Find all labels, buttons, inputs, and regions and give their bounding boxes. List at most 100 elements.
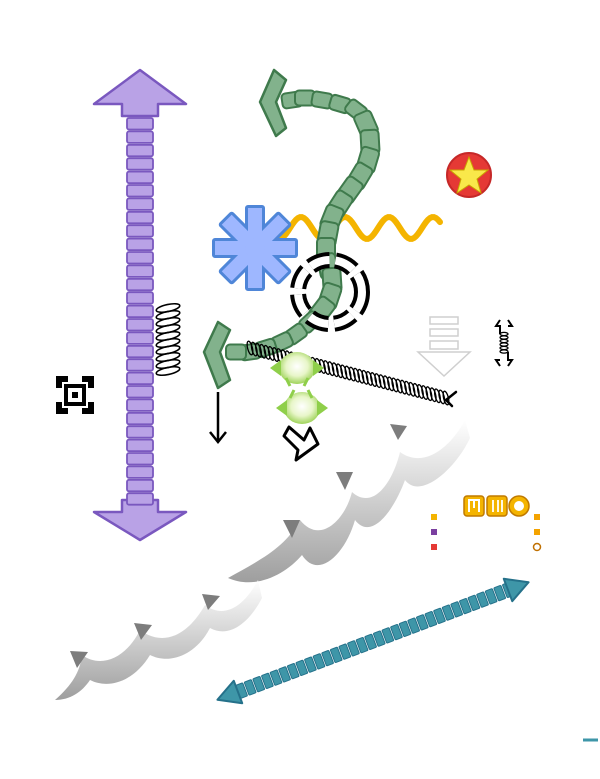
purple-arrow-segment: [126, 184, 154, 198]
teal-arrow-segment: [321, 650, 334, 667]
teal-arrow-segment: [243, 679, 257, 696]
coil-loop: [374, 373, 382, 389]
teal-arrow-segment: [329, 646, 343, 663]
purple-arrow-segment: [126, 157, 154, 171]
teal-arrow-segment: [286, 663, 300, 680]
purple-arrow-segment: [126, 210, 154, 225]
coil-loop: [425, 386, 433, 402]
gray-wave-arrow-left: [55, 580, 262, 700]
calendar-icon[interactable]: [534, 529, 540, 535]
coil-loop: [365, 370, 373, 386]
bag-icon[interactable]: [534, 514, 540, 520]
teal-arrow-head: [216, 679, 244, 705]
purple-arrow-segment: [126, 197, 154, 211]
coil-loop: [395, 378, 403, 394]
teal-arrow-segment: [476, 591, 489, 608]
coin-button[interactable]: [508, 495, 530, 517]
coil-loop: [499, 342, 509, 347]
teal-arrow-segment: [355, 637, 369, 654]
purple-arrow-segment: [126, 425, 154, 439]
coil-loop: [352, 367, 361, 383]
purple-arrow-segment: [126, 251, 154, 265]
cutlery-button[interactable]: [486, 495, 508, 517]
flag-button[interactable]: [463, 495, 485, 517]
coil-loop: [348, 366, 356, 382]
coil-loop: [323, 360, 331, 376]
thin-down-arrow: [209, 392, 227, 445]
purple-arrow-segment: [126, 344, 154, 359]
purple-arrow-segment: [126, 492, 154, 506]
coil-loop: [433, 388, 442, 404]
purple-arrow-segment: [126, 304, 154, 319]
purple-double-arrow: [92, 68, 188, 542]
red-star-badge: [446, 152, 492, 198]
coil-loop: [335, 363, 344, 379]
coil-loop: [155, 365, 181, 377]
teal-double-arrow: [216, 577, 530, 705]
coil-loop: [370, 372, 378, 387]
purple-arrow-segment: [126, 291, 154, 305]
coil-loop: [357, 368, 365, 384]
coil-loop: [263, 344, 271, 360]
coil-loop: [361, 369, 369, 385]
purple-arrow-segment: [126, 385, 154, 399]
coil-loop: [499, 331, 509, 337]
coil-loop: [254, 342, 263, 358]
coil-loop: [331, 362, 339, 378]
coin-icon: [514, 501, 524, 511]
coil-loop: [267, 345, 275, 361]
teal-arrow-segment: [304, 656, 317, 673]
coil-loop: [391, 377, 399, 393]
purple-arrow-segment: [126, 478, 154, 493]
coil-loop: [250, 341, 258, 357]
coil-loop: [272, 347, 280, 362]
purple-arrow-segment: [126, 318, 154, 332]
teal-arrow-segment: [252, 676, 266, 693]
coil-loop: [387, 376, 395, 392]
orange-wave: [265, 214, 443, 242]
lime-bulb-arrow-bottom: [276, 389, 328, 424]
purple-arrow-segment: [126, 438, 154, 453]
small-coil-bracket: [494, 319, 514, 367]
teal-arrow-segment: [373, 630, 386, 647]
teal-arrow-segment: [347, 640, 360, 657]
coil-loop: [429, 387, 437, 403]
teal-arrow-segment: [312, 653, 326, 670]
teal-arrow-segment: [493, 584, 506, 602]
teal-arrow-segment: [484, 588, 498, 605]
help-icon[interactable]: [431, 544, 437, 550]
purple-arrow-segment: [126, 358, 154, 372]
black-coil-short: [155, 302, 181, 377]
calendar-icon[interactable]: [431, 529, 437, 535]
gray-wave-arrow-right: [228, 420, 470, 583]
focus-target-icon[interactable]: [56, 376, 94, 414]
teal-arrow-segment: [278, 666, 291, 683]
purple-arrow-segment: [126, 371, 154, 386]
bag-icon[interactable]: [431, 514, 437, 520]
mini-legend-icons: [431, 514, 542, 552]
coin-icon[interactable]: [532, 542, 542, 552]
purple-arrow-segment: [126, 143, 154, 158]
coil-loop: [499, 338, 509, 344]
outline-block-arrow: [282, 425, 320, 462]
purple-arrow-segment: [126, 277, 154, 292]
teal-arrow-head: [502, 577, 530, 603]
purple-arrow-segment: [126, 465, 154, 479]
orange-buttons-group: [463, 495, 530, 517]
teal-arrow-segment: [450, 601, 463, 618]
purple-arrow-segment: [126, 264, 154, 278]
purple-arrow-segment: [126, 452, 154, 466]
purple-arrow-segment: [126, 411, 154, 426]
coil-loop: [499, 335, 509, 340]
teal-arrow-segment: [441, 604, 455, 621]
coil-loop: [404, 380, 412, 396]
teal-arrow-segment: [364, 633, 377, 650]
teal-arrow-segment: [459, 598, 472, 615]
black-dashed-circle: [290, 252, 370, 332]
coil-loop: [344, 365, 352, 381]
cutlery-icon: [492, 500, 503, 512]
coil-loop: [340, 364, 348, 380]
coil-loop: [421, 385, 429, 401]
teal-arrow-segment: [381, 627, 395, 644]
coil-loop: [259, 343, 267, 359]
